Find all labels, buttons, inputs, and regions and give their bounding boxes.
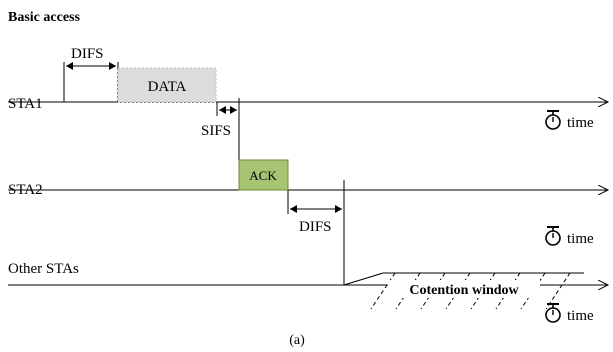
- data-frame-label: DATA: [148, 79, 187, 95]
- sta1-label: STA1: [8, 96, 43, 112]
- stopwatch-icon: [545, 110, 561, 130]
- time-label: time: [567, 115, 594, 131]
- figure-caption: (a): [289, 333, 305, 348]
- difs-bottom-label: DIFS: [299, 219, 332, 235]
- diagram-title: Basic access: [8, 10, 80, 25]
- contention-window-label-bg: [388, 280, 540, 298]
- data-frame-box: [117, 67, 217, 103]
- contention-window-label: Cotention window: [409, 283, 519, 298]
- ack-frame-label: ACK: [249, 168, 277, 183]
- time-label: time: [567, 231, 594, 247]
- stopwatch-icon: [545, 303, 561, 323]
- stopwatch-icon: [545, 226, 561, 246]
- other-stas-label: Other STAs: [8, 261, 79, 277]
- time-label: time: [567, 308, 594, 324]
- difs-top-label: DIFS: [71, 46, 104, 62]
- ack-frame-box: [238, 159, 289, 191]
- sifs-label: SIFS: [201, 123, 231, 139]
- contention-ramp: [343, 272, 384, 286]
